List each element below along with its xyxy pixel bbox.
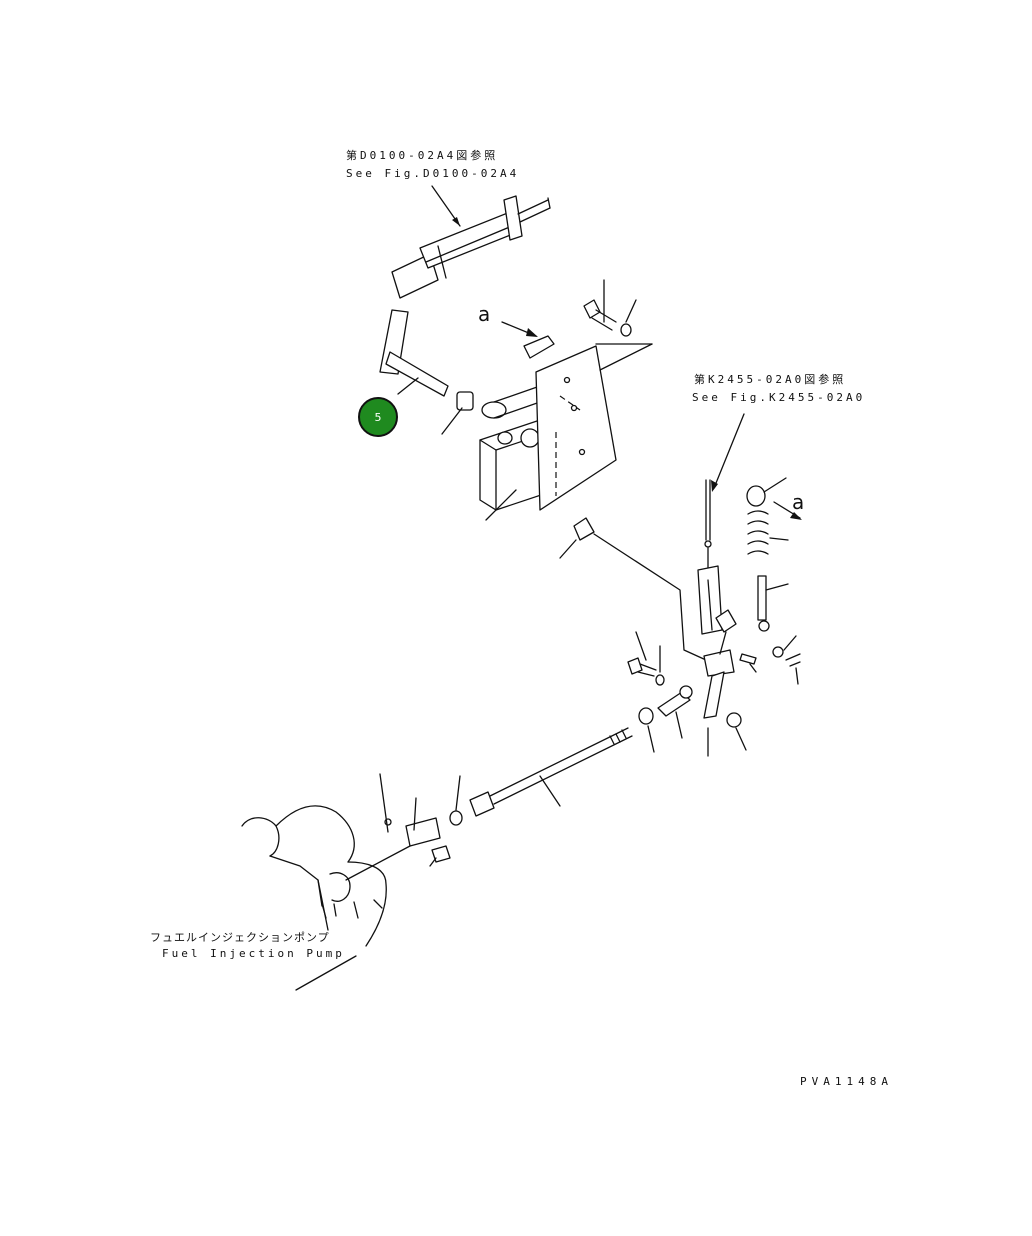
- reference-right-jp: 第K2455-02A0図参照: [694, 373, 847, 386]
- fuel-pump-label-en: Fuel Injection Pump: [162, 947, 345, 960]
- callout-number: 5: [374, 410, 382, 424]
- bushing-part: [441, 391, 474, 435]
- bolt-middle: [627, 631, 665, 686]
- linkage-right: [703, 609, 801, 757]
- ball-joint: [638, 685, 747, 753]
- bracket-part: [479, 335, 653, 521]
- fuel-pump-body: [241, 805, 387, 991]
- reference-right-en: See Fig.K2455-02A0: [692, 391, 866, 404]
- reference-top-jp: 第D0100-02A4図参照: [346, 149, 499, 162]
- cable-connector: [559, 517, 707, 661]
- lever-part: [379, 309, 449, 397]
- part-callout-5[interactable]: 5: [358, 397, 398, 437]
- upper-shaft-part: [391, 195, 551, 299]
- bolt-upper: [583, 279, 637, 337]
- throttle-cable: [697, 413, 745, 635]
- fuel-pump-label-jp: フュエルインジェクションポンプ: [150, 931, 330, 944]
- reference-top-en: See Fig.D0100-02A4: [346, 167, 520, 180]
- view-marker-a-right: a: [792, 490, 805, 514]
- control-rod: [449, 727, 633, 826]
- spring-part: [746, 477, 802, 632]
- pump-clevis: [345, 773, 451, 881]
- figure-code: PVA1148A: [800, 1075, 893, 1088]
- view-marker-a-top: a: [478, 302, 491, 326]
